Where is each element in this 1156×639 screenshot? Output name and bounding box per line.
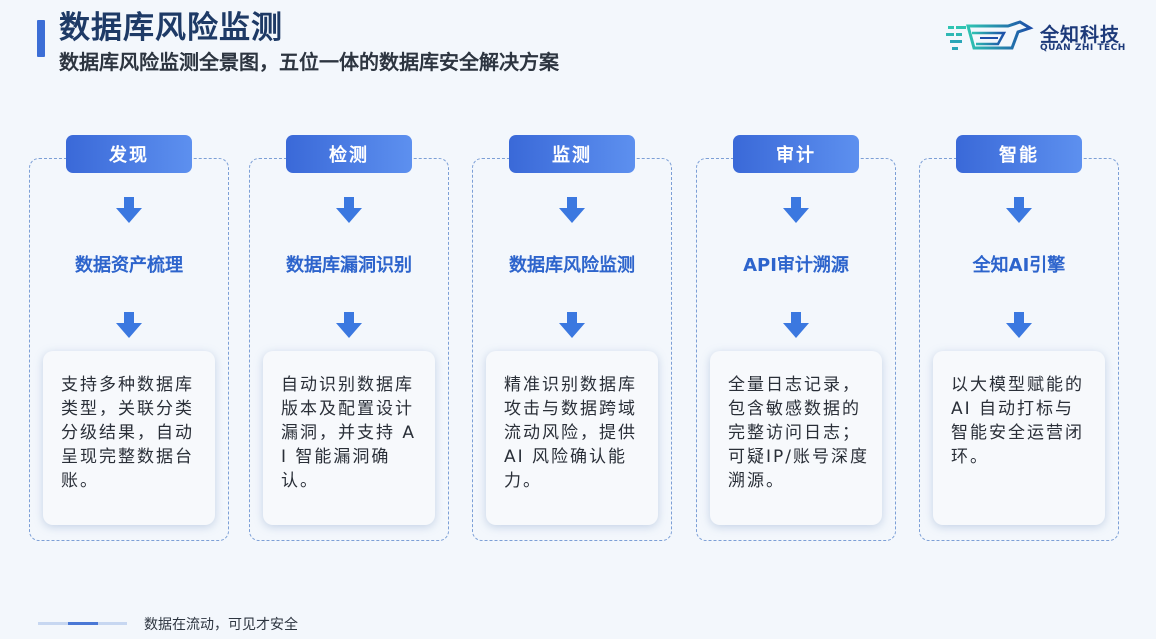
column-detect: 检测 数据库漏洞识别 自动识别数据库版本及配置设计漏洞，并支持 AI 智能漏洞确… <box>249 135 449 541</box>
description-card: 自动识别数据库版本及配置设计漏洞，并支持 AI 智能漏洞确认。 <box>263 351 435 525</box>
arrow-down-icon <box>559 312 585 338</box>
arrow-down-icon <box>783 312 809 338</box>
capability-label: 数据库风险监测 <box>509 255 635 276</box>
capability-label: 全知AI引擎 <box>972 255 1066 276</box>
page-subtitle: 数据库风险监测全景图，五位一体的数据库安全解决方案 <box>59 50 559 74</box>
column-monitor: 监测 数据库风险监测 精准识别数据库攻击与数据跨域流动风险，提供 AI 风险确认… <box>472 135 672 541</box>
logo-name-cn: 全知科技 <box>1040 24 1121 46</box>
column-header: 审计 <box>733 135 859 173</box>
title-accent-bar <box>37 20 45 57</box>
arrow-down-icon <box>1006 312 1032 338</box>
column-header: 监测 <box>509 135 635 173</box>
capability-label: 数据资产梳理 <box>75 255 183 276</box>
description-card: 全量日志记录，包含敏感数据的完整访问日志；可疑IP/账号深度溯源。 <box>710 351 882 525</box>
description-card: 精准识别数据库攻击与数据跨域流动风险，提供 AI 风险确认能力。 <box>486 351 658 525</box>
arrow-down-icon <box>116 197 142 223</box>
description-card: 以大模型赋能的 AI 自动打标与智能安全运营闭环。 <box>933 351 1105 525</box>
arrow-down-icon <box>336 197 362 223</box>
arrow-down-icon <box>783 197 809 223</box>
footer-divider-accent <box>68 622 98 625</box>
description-card: 支持多种数据库类型，关联分类分级结果，自动呈现完整数据台账。 <box>43 351 215 525</box>
arrow-down-icon <box>1006 197 1032 223</box>
column-header: 检测 <box>286 135 412 173</box>
column-header: 智能 <box>956 135 1082 173</box>
column-intelligence: 智能 全知AI引擎 以大模型赋能的 AI 自动打标与智能安全运营闭环。 <box>919 135 1119 541</box>
footer-slogan: 数据在流动，可见才安全 <box>144 617 298 633</box>
column-discover: 发现 数据资产梳理 支持多种数据库类型，关联分类分级结果，自动呈现完整数据台账。 <box>29 135 229 541</box>
capability-label: API审计溯源 <box>743 255 849 276</box>
page-title: 数据库风险监测 <box>59 10 283 46</box>
column-audit: 审计 API审计溯源 全量日志记录，包含敏感数据的完整访问日志；可疑IP/账号深… <box>696 135 896 541</box>
capability-label: 数据库漏洞识别 <box>286 255 412 276</box>
column-header: 发现 <box>66 135 192 173</box>
arrow-down-icon <box>559 197 585 223</box>
company-logo: 全知科技 QUAN ZHI TECH <box>946 18 1126 58</box>
arrow-down-icon <box>116 312 142 338</box>
logo-name-en: QUAN ZHI TECH <box>1040 43 1126 53</box>
quanzhi-logo-icon <box>946 20 1034 50</box>
arrow-down-icon <box>336 312 362 338</box>
